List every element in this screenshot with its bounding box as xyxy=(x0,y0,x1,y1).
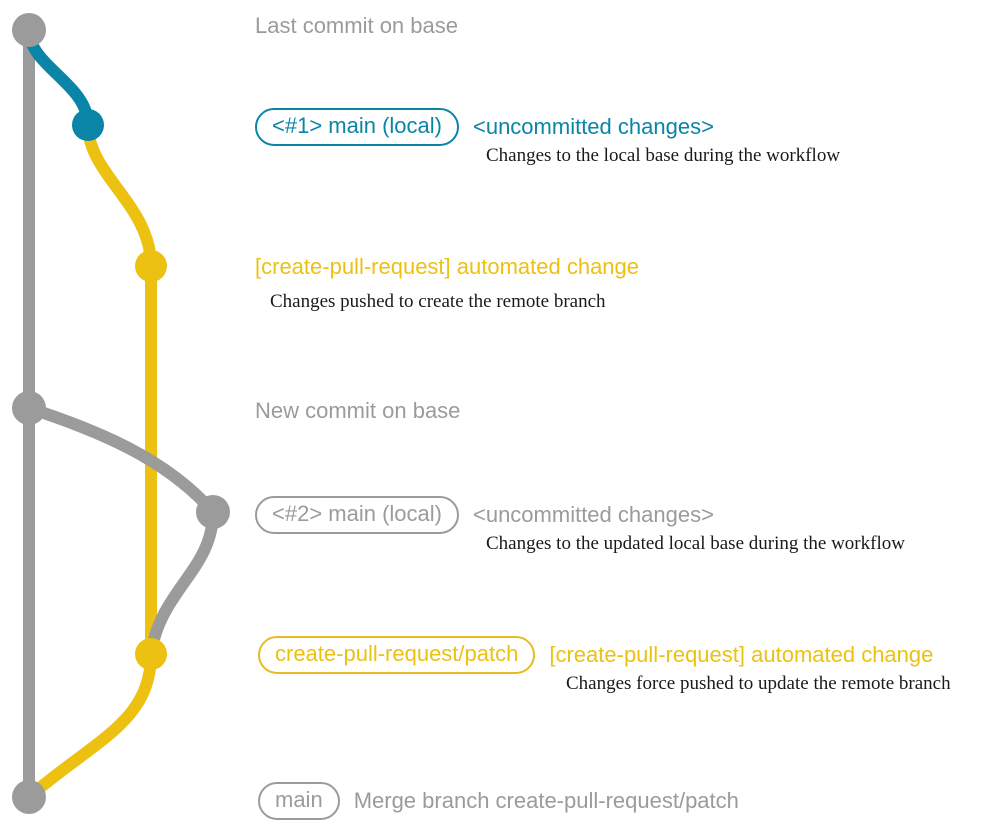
edge-remote-force-to-merge xyxy=(23,648,157,803)
entry-merge-commit: main Merge branch create-pull-request/pa… xyxy=(258,782,739,820)
branch-pill-main[interactable]: main xyxy=(258,782,340,820)
headline-uncommitted-changes-1: <uncommitted changes> xyxy=(472,114,714,139)
entry-local-change-1: <#1> main (local) <uncommitted changes> xyxy=(255,108,714,146)
edge-base-new-to-local2 xyxy=(23,402,219,518)
headline-last-commit-on-base: Last commit on base xyxy=(255,13,458,38)
subtext-remote-create: Changes pushed to create the remote bran… xyxy=(270,291,606,312)
commit-node-base-new[interactable] xyxy=(12,391,46,425)
headline-automated-change-create: [create-pull-request] automated change xyxy=(255,254,640,279)
commit-node-remote-force[interactable] xyxy=(135,638,167,670)
entry-last-commit-on-base: Last commit on base xyxy=(255,13,458,39)
commit-node-base-merge[interactable] xyxy=(12,780,46,814)
branch-pill-create-pull-request-patch[interactable]: create-pull-request/patch xyxy=(258,636,536,674)
entry-new-commit-on-base: New commit on base xyxy=(255,398,460,424)
edge-local2-to-remote-force xyxy=(145,506,219,660)
commit-node-local-2[interactable] xyxy=(196,495,230,529)
entry-remote-force-push: create-pull-request/patch [create-pull-r… xyxy=(258,636,933,674)
commit-node-remote-create[interactable] xyxy=(135,250,167,282)
headline-automated-change-force: [create-pull-request] automated change xyxy=(549,642,934,667)
headline-merge-branch: Merge branch create-pull-request/patch xyxy=(353,788,739,813)
edge-local1-to-remote-create xyxy=(82,119,157,272)
entry-local-change-2: <#2> main (local) <uncommitted changes> xyxy=(255,496,714,534)
entry-remote-create: [create-pull-request] automated change xyxy=(255,254,639,280)
headline-new-commit-on-base: New commit on base xyxy=(255,398,461,423)
commit-node-local-1[interactable] xyxy=(72,109,104,141)
subtext-local-change-1: Changes to the local base during the wor… xyxy=(486,145,841,166)
headline-uncommitted-changes-2: <uncommitted changes> xyxy=(472,502,714,527)
branch-pill-main-local-2[interactable]: <#2> main (local) xyxy=(255,496,459,534)
subtext-remote-force-push: Changes force pushed to update the remot… xyxy=(566,673,951,694)
branch-pill-main-local-1[interactable]: <#1> main (local) xyxy=(255,108,459,146)
commit-node-base-last[interactable] xyxy=(12,13,46,47)
subtext-local-change-2: Changes to the updated local base during… xyxy=(486,533,905,554)
